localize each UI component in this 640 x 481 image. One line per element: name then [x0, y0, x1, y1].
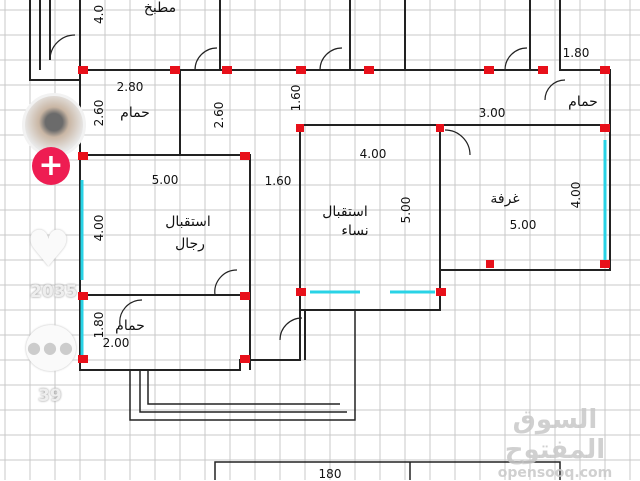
- dim-room-h: 4.00: [569, 182, 583, 209]
- dim-women-w: 4.00: [360, 147, 387, 161]
- bath3-label: حمام: [568, 94, 598, 110]
- dim-top-left: 4.0: [92, 5, 106, 24]
- dim-bath3-top: 1.80: [563, 46, 590, 60]
- dim-bath2-h: 1.80: [92, 312, 106, 339]
- kitchen-label: مطبخ: [144, 0, 176, 16]
- dim-bath1-w: 2.80: [117, 80, 144, 94]
- men-reception-label-1: استقبال: [165, 214, 211, 230]
- women-reception-label-2: نساء: [341, 223, 368, 239]
- like-heart-icon[interactable]: ♥: [26, 220, 71, 278]
- opensooq-watermark: السوق المفتوح opensooq.com: [470, 405, 640, 481]
- dim-bath2-w: 2.00: [103, 336, 130, 350]
- dim-hall-h2: 1.60: [289, 85, 303, 112]
- bath2-label: حمام: [115, 318, 145, 334]
- dim-hall-h3: 1.60: [265, 174, 292, 188]
- like-count: 2035: [30, 282, 78, 302]
- windows: [80, 140, 607, 355]
- dim-men-w: 5.00: [152, 173, 179, 187]
- table-cell: 180: [319, 467, 342, 480]
- women-reception-label-1: استقبال: [322, 204, 368, 220]
- dim-hall-h1: 2.60: [212, 102, 226, 129]
- room-label: غرفة: [490, 191, 519, 207]
- comment-count: 39: [38, 386, 62, 406]
- dim-men-h: 4.00: [92, 215, 106, 242]
- watermark-latin: opensooq.com: [497, 465, 613, 481]
- walls: [29, 0, 611, 480]
- columns: [78, 66, 610, 363]
- dim-women-h: 5.00: [399, 197, 413, 224]
- bath1-label: حمام: [120, 105, 150, 121]
- watermark-arabic: السوق المفتوح: [504, 405, 606, 465]
- dim-room-w: 5.00: [510, 218, 537, 232]
- doors: [49, 34, 566, 341]
- dim-bath1-h: 2.60: [92, 100, 106, 127]
- follow-plus-icon[interactable]: +: [32, 147, 70, 185]
- men-reception-label-2: رجال: [175, 236, 205, 252]
- comment-icon[interactable]: ●●●: [26, 325, 76, 371]
- dim-bath3-w: 3.00: [479, 106, 506, 120]
